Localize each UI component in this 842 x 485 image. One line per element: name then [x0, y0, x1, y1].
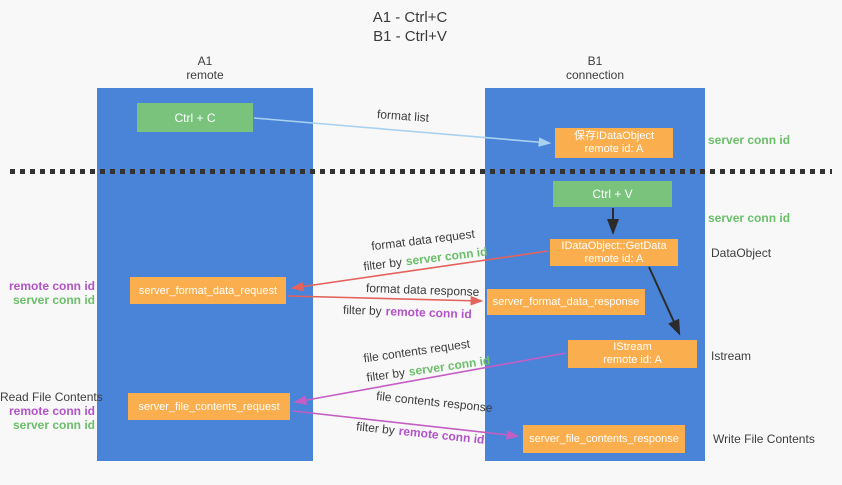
lane-header-b1: B1 connection: [485, 54, 705, 82]
server-conn-id-text: server conn id: [404, 244, 489, 269]
left-server-conn-id-top: server conn id: [12, 293, 95, 307]
istream-line1: IStream: [613, 341, 652, 353]
filter-by-text: filter by: [362, 254, 403, 274]
idataobject-getdata-box: IDataObject::GetData remote id: A: [550, 239, 678, 266]
server-file-contents-request-box: server_file_contents_request: [128, 393, 290, 420]
server-file-contents-request-label: server_file_contents_request: [138, 400, 280, 413]
left-remote-conn-id-top: remote conn id: [8, 279, 95, 293]
format-data-response-label: format data response: [365, 281, 480, 299]
dataobject-label: DataObject: [711, 246, 772, 260]
ctrl-v-label: Ctrl + V: [592, 187, 633, 201]
title-line-1: A1 - Ctrl+C: [372, 9, 448, 26]
lane-b1-title: B1: [587, 54, 603, 68]
server-format-data-response-box: server_format_data_response: [487, 289, 645, 315]
remote-conn-id-text: remote conn id: [385, 304, 472, 322]
file-contents-response-label: file contents response: [375, 388, 494, 416]
filter-by-text: filter by: [342, 302, 382, 319]
right-server-conn-id-top: server conn id: [708, 133, 791, 147]
lane-b1-subtitle: connection: [565, 68, 625, 82]
remote-conn-id-text: remote conn id: [398, 423, 486, 447]
getdata-line1: IDataObject::GetData: [561, 239, 667, 252]
save-idataobject-box: 保存IDataObject remote id: A: [555, 128, 673, 158]
right-server-conn-id-mid: server conn id: [708, 211, 791, 225]
read-file-contents-label: Read File Contents: [0, 390, 103, 404]
ctrl-v-box: Ctrl + V: [553, 181, 672, 207]
server-file-contents-response-box: server_file_contents_response: [523, 425, 685, 453]
left-remote-conn-id-bottom: remote conn id: [8, 404, 95, 418]
machine-boundary-dashed-line: [10, 169, 832, 174]
save-idataobject-line2: remote id: A: [584, 143, 644, 155]
server-format-data-request-box: server_format_data_request: [130, 277, 286, 304]
filter-by-text: filter by: [355, 419, 396, 438]
getdata-line2: remote id: A: [584, 252, 644, 265]
server-format-data-request-label: server_format_data_request: [138, 284, 278, 297]
ctrl-c-label: Ctrl + C: [174, 110, 216, 125]
title-line-2: B1 - Ctrl+V: [373, 28, 447, 45]
filter-by-text: filter by: [365, 365, 406, 385]
diagram-title: A1 - Ctrl+C B1 - Ctrl+V: [0, 8, 820, 46]
save-idataobject-line1: 保存IDataObject: [573, 130, 655, 142]
istream-line2: remote id: A: [603, 354, 662, 366]
server-file-contents-response-label: server_file_contents_response: [529, 433, 679, 445]
left-server-conn-id-bottom: server conn id: [12, 418, 95, 432]
left-file-labels-bottom: Read File Contents remote conn id server…: [0, 390, 103, 432]
lane-a1-subtitle: remote: [186, 68, 224, 82]
server-format-data-response-label: server_format_data_response: [492, 296, 640, 308]
lane-header-a1: A1 remote: [97, 54, 313, 82]
lane-a1-title: A1: [197, 54, 213, 68]
format-list-label: format list: [376, 107, 430, 125]
istream-box: IStream remote id: A: [568, 340, 697, 368]
ctrl-c-box: Ctrl + C: [137, 103, 253, 132]
left-conn-ids-top: remote conn id server conn id: [0, 279, 95, 307]
write-file-contents-label: Write File Contents: [713, 432, 815, 446]
istream-side-label: Istream: [711, 349, 752, 363]
